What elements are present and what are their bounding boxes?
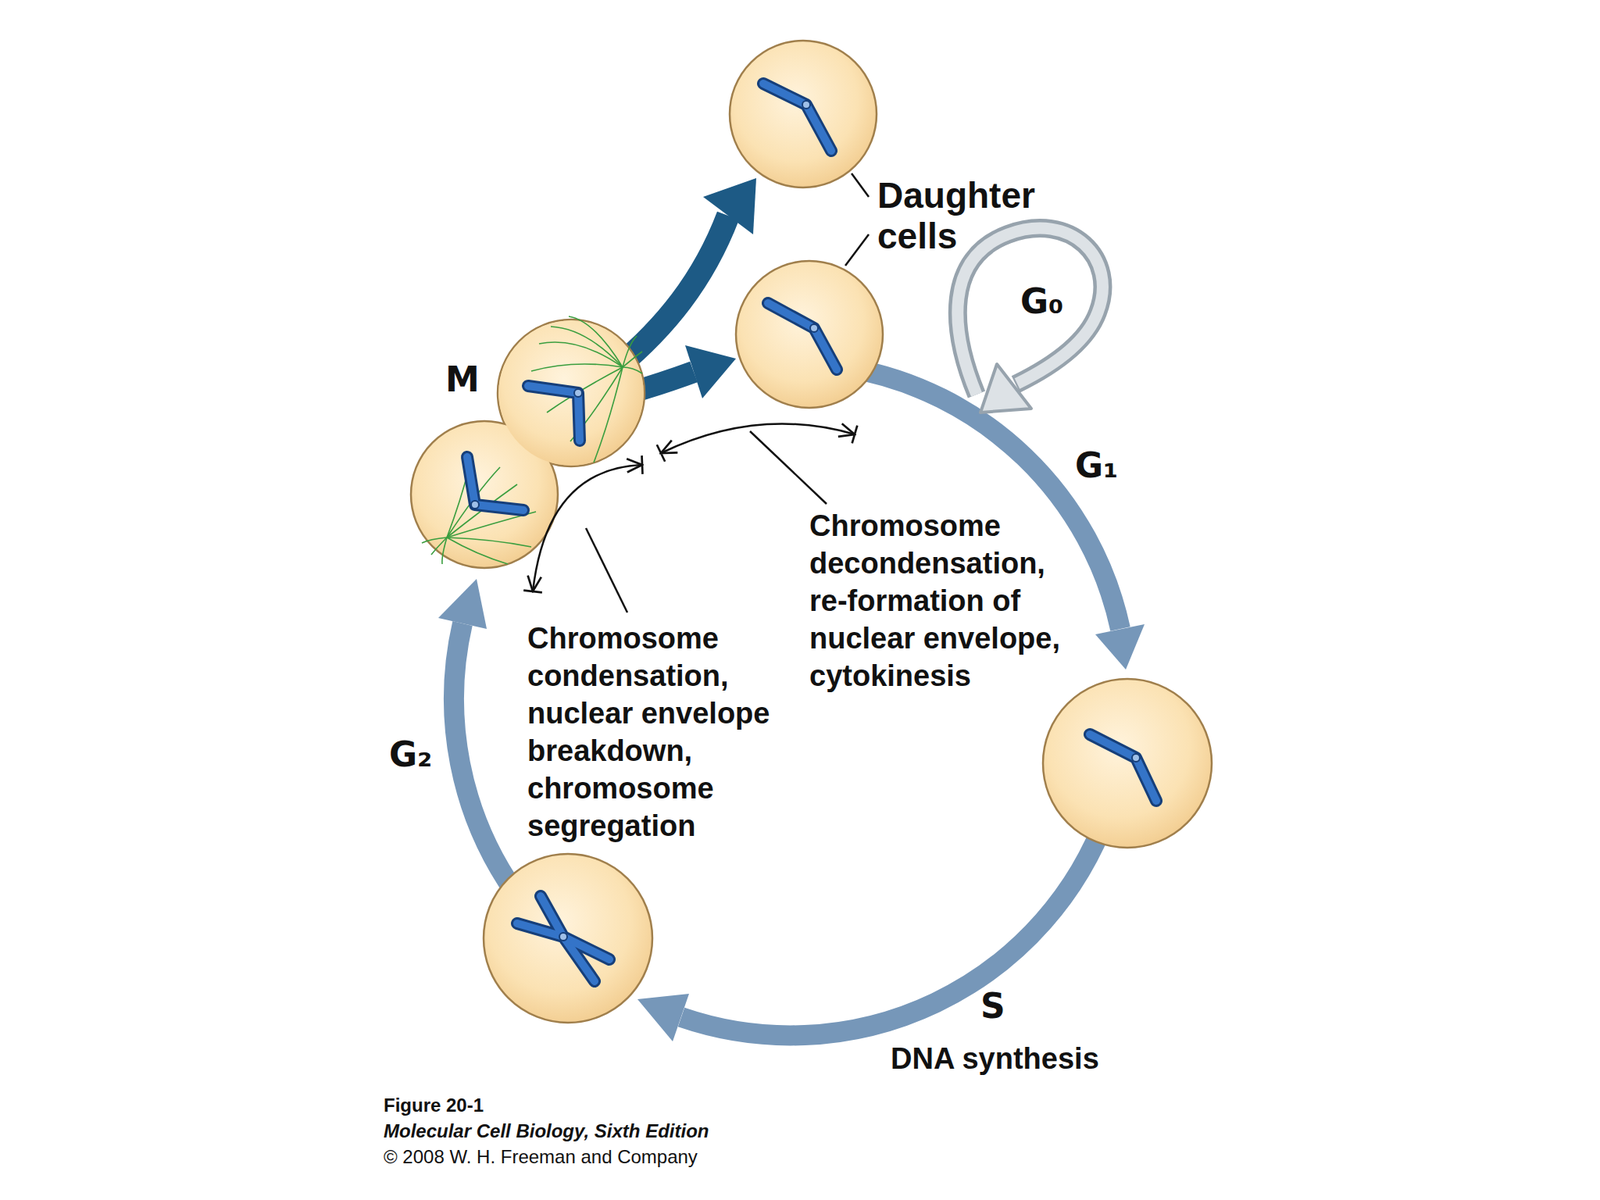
note-text: DNA synthesis	[890, 1039, 1100, 1078]
note-text: Chromosome condensation, nuclear envelop…	[527, 619, 797, 845]
daughter-cell	[735, 260, 883, 408]
phase-brackets	[532, 173, 869, 613]
phase-label: G₀	[1020, 281, 1064, 322]
g0-loop	[957, 228, 1104, 413]
copyright-text: © 2008 W. H. Freeman and Company	[383, 1143, 698, 1170]
figure-number: Figure 20-1	[383, 1092, 484, 1118]
g2-cell	[483, 853, 653, 1023]
bracket-arc	[532, 464, 643, 592]
phase-label: S	[980, 985, 1006, 1027]
phase-label: M	[445, 359, 480, 400]
daughter-cell	[729, 40, 877, 188]
arrowhead	[1095, 624, 1145, 670]
book-title: Molecular Cell Biology, Sixth Edition	[383, 1117, 709, 1144]
leader-line	[845, 234, 869, 266]
phase-label: G₁	[1075, 445, 1118, 486]
chromosomes	[467, 83, 1157, 982]
leader-line	[585, 528, 628, 613]
spindle-fibers	[421, 316, 643, 565]
leader-line	[851, 173, 869, 197]
phase-label: G₂	[389, 734, 433, 775]
cells	[410, 40, 1212, 1023]
dividing-cell	[410, 319, 645, 568]
s-arc	[681, 814, 1108, 1036]
g1-cell	[1042, 678, 1212, 848]
arrowhead	[438, 578, 487, 629]
g2-arc	[453, 623, 515, 893]
callout-text: Daughter cells	[877, 175, 1065, 257]
leader-line	[750, 431, 827, 504]
note-text: Chromosome decondensation, re-formation …	[809, 507, 1079, 695]
arrowhead	[637, 993, 690, 1042]
